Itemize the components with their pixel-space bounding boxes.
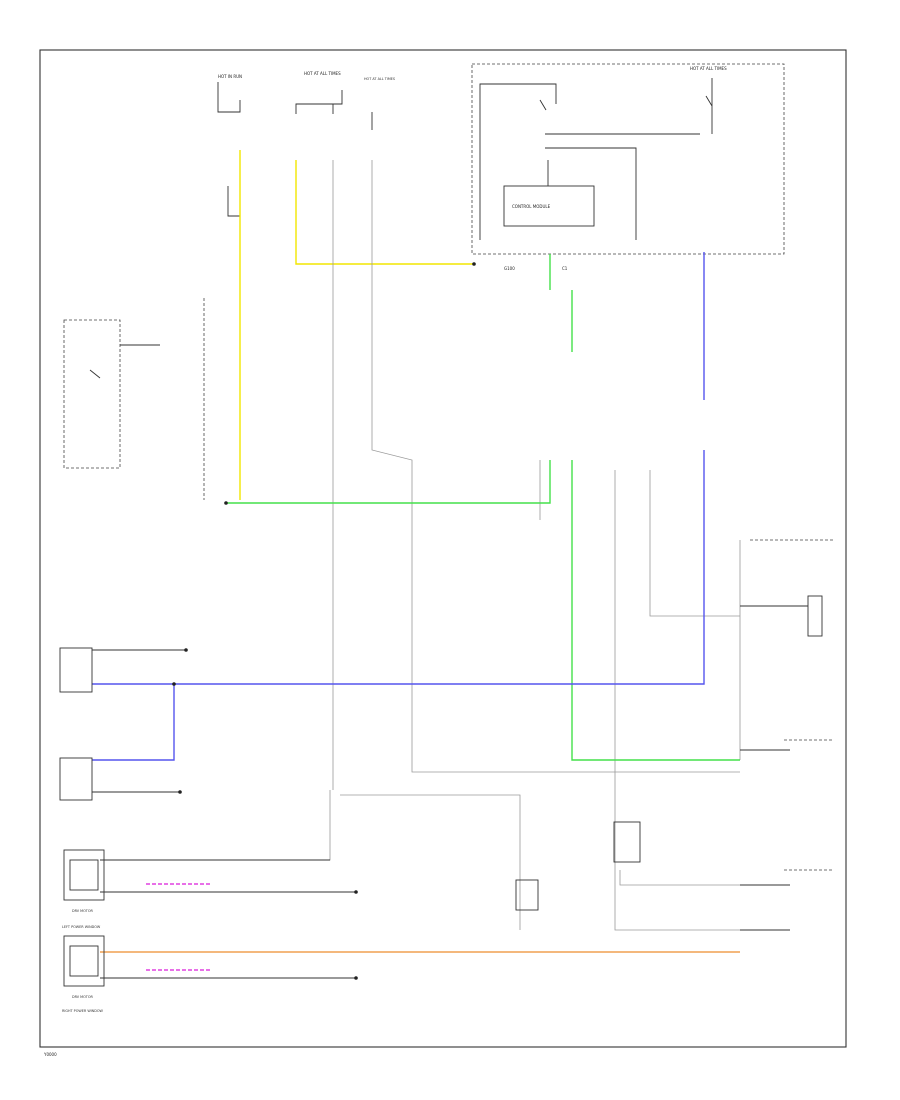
connector-s-label: G100 (504, 266, 515, 271)
right-window-motor-box (63, 935, 105, 987)
door-switch-2 (59, 757, 93, 801)
left-switch-contact (89, 369, 101, 379)
relay-box-wire-c (545, 147, 637, 240)
right-connector-1 (807, 595, 823, 637)
blue-wire-3 (92, 684, 175, 761)
relay-box-wire-a (479, 83, 557, 240)
right-window-motor (69, 945, 99, 977)
junction-dot-4 (178, 790, 182, 794)
junction-dot-3 (184, 648, 188, 652)
gray-wire-2 (371, 160, 740, 773)
top-fuse-a-label: HOT IN RUN (218, 74, 242, 79)
junction-dot-6 (354, 976, 358, 980)
relay-box-label: HOT AT ALL TIMES (690, 66, 727, 71)
yellow-wire-2 (295, 160, 474, 265)
footer-code: Y0000 (43, 1052, 57, 1057)
fuse-a-line (217, 82, 241, 113)
gray-wire-6 (614, 470, 740, 931)
mid-connector-box (613, 821, 641, 863)
left-window-motor-box (63, 849, 105, 901)
gray-wire-5 (649, 470, 740, 617)
relay-switch-2 (539, 99, 547, 111)
right-power-window-label: RIGHT POWER WINDOW (62, 1009, 103, 1013)
junction-dot-1 (472, 262, 476, 266)
junction-dot-2 (172, 682, 176, 686)
green-wire-3 (571, 460, 740, 761)
left-motor-label: DRV MOTOR (72, 909, 94, 913)
control-unit-label: CONTROL MODULE (512, 204, 551, 209)
relay-box (471, 63, 785, 255)
gray-wire-8 (619, 870, 740, 886)
blue-wire-2 (92, 450, 705, 685)
left-window-motor (69, 859, 99, 891)
right-motor-label: DRV MOTOR (72, 995, 94, 999)
connector-t-label: C1 (562, 266, 568, 271)
control-unit-box (503, 185, 595, 227)
gray-wire-3 (232, 790, 331, 861)
gray-wire-4 (340, 794, 521, 930)
top-fuse-c-label: HOT AT ALL TIMES (364, 77, 395, 81)
fuse-b-line (295, 90, 343, 114)
mid-connector-box-2 (515, 879, 539, 911)
diagram-border (39, 49, 847, 1048)
top-fuse-b-label: HOT AT ALL TIMES (304, 71, 341, 76)
door-switch-1 (59, 647, 93, 693)
left-switch-box (63, 319, 121, 469)
green-wire-1 (226, 460, 551, 504)
relay-switch (705, 95, 713, 107)
switch-a-box (227, 186, 241, 217)
junction-dot-7 (224, 501, 228, 505)
junction-dot-5 (354, 890, 358, 894)
left-power-window-label: LEFT POWER WINDOW (62, 925, 101, 929)
